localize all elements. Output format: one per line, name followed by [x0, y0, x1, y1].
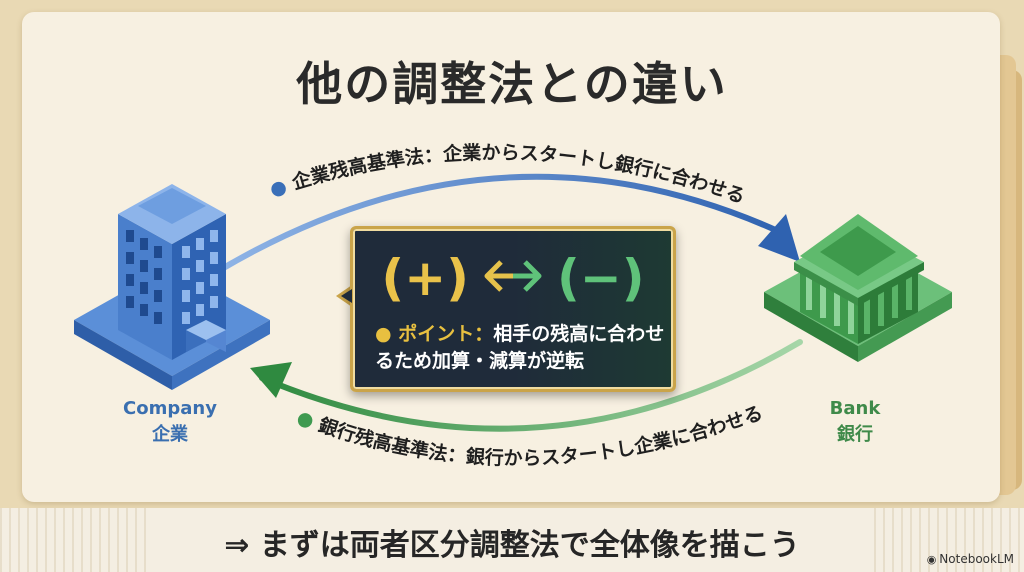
bank-label-ja: 銀行 — [837, 424, 873, 445]
office-building-icon — [74, 184, 270, 390]
point-text: ● ポイント：相手の残高に合わせるため加算・減算が逆転 — [375, 321, 665, 375]
bank-label-en: Bank — [829, 398, 881, 419]
conclusion-bar: ⇒ まずは両者区分調整法で全体像を描こう ◉NotebookLM — [0, 508, 1024, 572]
callout-tail-inner — [341, 289, 352, 303]
conclusion-text: ⇒ まずは両者区分調整法で全体像を描こう — [224, 528, 800, 563]
sign-reversal-row: (+) (−) — [353, 243, 673, 313]
decor-stripes-right — [874, 508, 1024, 572]
top-arrow — [217, 173, 800, 273]
slide-title: 他の調整法との違い — [296, 57, 728, 111]
watermark-text: NotebookLM — [939, 552, 1014, 566]
company-caption: Company 企業 — [110, 396, 230, 448]
decor-stripes-left — [0, 508, 150, 572]
bottom-arrow-head — [250, 362, 292, 398]
double-arrow-icon — [479, 256, 547, 300]
point-bullet: ● — [375, 323, 392, 345]
bottom-arrow — [250, 339, 803, 432]
bank-building-icon — [764, 214, 952, 362]
bank-caption: Bank 銀行 — [800, 396, 910, 448]
top-arrow-head — [758, 214, 800, 262]
point-label: ポイント： — [398, 323, 494, 345]
notebooklm-icon: ◉ — [926, 553, 937, 566]
watermark: ◉NotebookLM — [927, 552, 1014, 566]
company-label-en: Company — [123, 398, 217, 419]
minus-sign: (−) — [557, 249, 645, 307]
point-callout: (+) (−) ● ポイント：相手の残高に合わせるため加算・減算が逆転 — [350, 226, 676, 392]
plus-sign: (+) — [381, 249, 469, 307]
company-label-ja: 企業 — [152, 424, 188, 445]
point-body: 相手の残高に合わせるため加算・減算が逆転 — [375, 323, 665, 372]
